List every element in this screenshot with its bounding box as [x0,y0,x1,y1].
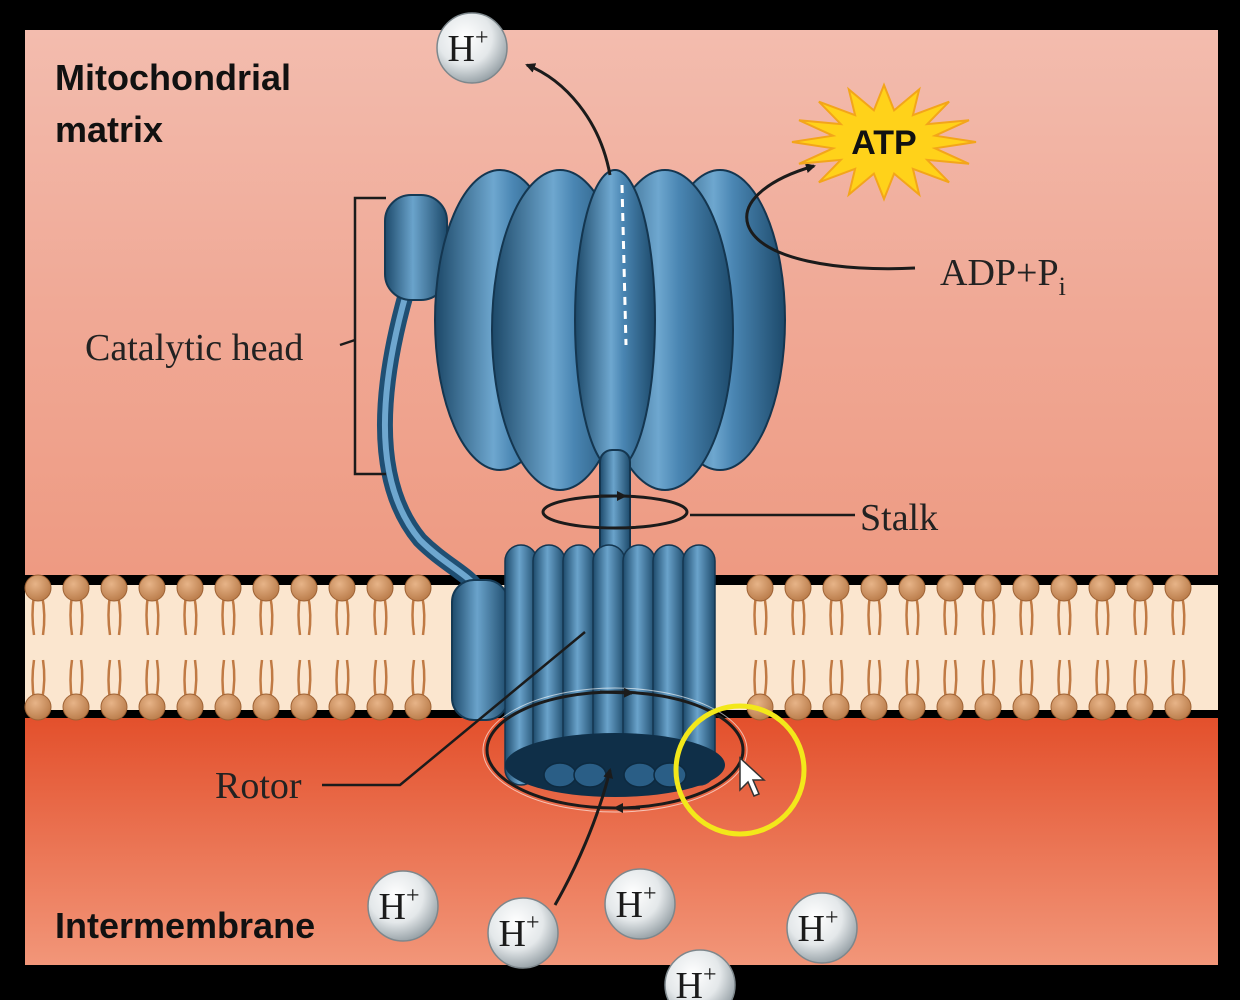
lipid-molecule [138,659,166,721]
lipid-molecule [328,574,356,636]
lipid-molecule [974,659,1002,721]
peripheral-stalk [377,194,509,721]
adp-pi-label: ADP+Pi [940,252,1066,301]
h-plus-label: H+ [676,962,717,1000]
adp-to-atp-arrow [745,163,916,271]
h-plus-ion: H+ [487,897,559,969]
proton-ions: H+ H+ H+ H+ H+ H+ [367,12,858,1000]
rotor-subunit-end [653,762,687,788]
lipid-molecule [290,574,318,636]
intermembrane-label: Intermembrane [55,905,315,946]
lipid-molecule [1088,659,1116,721]
lipid-molecule [1164,659,1192,721]
lipid-molecule [898,659,926,721]
lipid-heads-bottom [24,659,1192,721]
lipid-molecule [404,659,432,721]
lipid-molecule [746,574,774,636]
lipid-molecule [214,659,242,721]
atp-label: ATP [851,124,916,162]
lipid-molecule [366,659,394,721]
h-plus-label: H+ [798,905,839,950]
lipid-molecule [62,574,90,636]
lipid-molecule [936,574,964,636]
lipid-molecule [176,574,204,636]
lipid-molecule [860,574,888,636]
rotor-leader [322,631,586,787]
rotor-base [505,733,725,797]
matrix-label-line2: matrix [55,109,163,150]
lipid-molecule [784,659,812,721]
stator-membrane-subunit [451,579,509,721]
h-plus-ion: H+ [664,949,736,1000]
lipid-molecule [1088,574,1116,636]
lipid-molecule [898,574,926,636]
lipid-molecule [936,659,964,721]
lipid-molecule [252,574,280,636]
lipid-heads-top [24,574,1192,636]
central-stalk [599,449,631,561]
lipid-molecule [1050,574,1078,636]
lipid-molecule [860,659,888,721]
lipid-molecule [100,574,128,636]
rotor-label: Rotor [215,765,302,807]
lipid-molecule [1126,659,1154,721]
h-plus-label: H+ [499,910,540,955]
lipid-molecule [404,574,432,636]
h-plus-ion: H+ [367,870,439,942]
lipid-molecule [176,659,204,721]
h-plus-ion: H+ [436,12,508,84]
lipid-molecule [100,659,128,721]
lipid-molecule [252,659,280,721]
h-plus-label: H+ [379,883,420,928]
h-plus-entry-arrow [553,768,613,906]
lipid-molecule [1126,574,1154,636]
atp-starburst: ATP [791,82,977,202]
lipid-molecule [24,574,52,636]
h-plus-ion: H+ [786,892,858,964]
lipid-molecule [328,659,356,721]
lipid-molecule [822,659,850,721]
bottom-black-bar [0,965,1240,1000]
h-plus-ion: H+ [604,868,676,940]
lipid-molecule [24,659,52,721]
catalytic-head-bracket [353,196,386,476]
lipid-molecule [1012,574,1040,636]
lipid-molecule [1164,574,1192,636]
mouse-cursor-icon [739,756,766,797]
rotor-subunit-end [573,762,607,788]
stalk-label: Stalk [860,497,938,539]
h-plus-exit-arrow [525,63,612,176]
matrix-label-line1: Mitochondrial [55,57,291,98]
lipid-molecule [784,574,812,636]
lipid-molecule [214,574,242,636]
lipid-molecule [62,659,90,721]
lipid-molecule [974,574,1002,636]
lipid-molecule [366,574,394,636]
rotor-ring [504,544,716,786]
rotor-subunit-end [543,762,577,788]
lipid-molecule [290,659,318,721]
catalytic-head-complex [434,169,786,491]
lipid-molecule [138,574,166,636]
h-plus-label: H+ [616,881,657,926]
cursor-highlight-ring [673,703,807,837]
catalytic-head-label: Catalytic head [85,327,303,369]
lipid-molecule [822,574,850,636]
rotor-subunit-end [623,762,657,788]
lipid-molecule [1012,659,1040,721]
h-plus-label: H+ [448,25,489,70]
leader-lines [322,196,855,787]
lipid-molecule [1050,659,1078,721]
